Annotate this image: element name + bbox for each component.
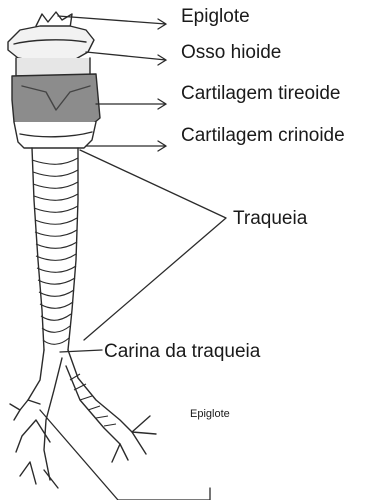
label-osso-hioide: Osso hioide (181, 42, 281, 64)
label-cartilagem-tireoide: Cartilagem tireoide (181, 83, 340, 105)
arrow-osso-hioide (86, 52, 166, 65)
trachea-right-wall (68, 148, 78, 350)
arrow-cartilagem-tireoide (96, 99, 166, 109)
hyoid-bone-shape (8, 26, 94, 62)
pointer-carina (60, 350, 102, 352)
label-epiglote: Epiglote (181, 6, 250, 28)
label-carina: Carina da traqueia (104, 341, 260, 363)
label-epiglote-small: Epiglote (190, 408, 230, 421)
label-traqueia: Traqueia (233, 208, 307, 230)
trachea-left-wall (32, 148, 44, 350)
pointer-traqueia (80, 150, 226, 340)
arrow-cartilagem-crinoide (86, 141, 166, 151)
label-cartilagem-crinoide: Cartilagem crinoide (181, 125, 345, 147)
